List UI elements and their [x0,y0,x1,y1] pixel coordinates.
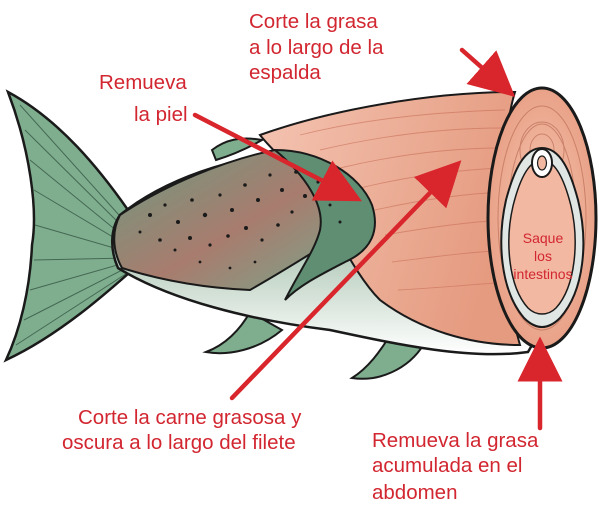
svg-text:los: los [534,248,552,264]
svg-text:Remueva: Remueva [99,71,187,94]
label-back-fat: Corte la grasa a lo largo de la espalda [249,10,384,84]
skin-spots [138,170,342,270]
label-guts: Saque los intestinos [513,230,572,282]
svg-text:a lo largo de la: a lo largo de la [249,36,384,59]
arrow-skin [192,112,362,202]
label-skin: Remueva la piel [99,71,188,126]
svg-text:Corte la grasa: Corte la grasa [249,10,378,33]
svg-text:Corte la carne grasosa y: Corte la carne grasosa y [78,406,302,429]
label-belly-fat: Remueva la grasa acumulada en el abdomen [372,429,539,504]
svg-text:Saque: Saque [523,230,564,246]
svg-text:espalda: espalda [249,61,321,84]
label-fillet-fat: Corte la carne grasosa y oscura a lo lar… [62,406,302,454]
cross-section [486,86,598,350]
svg-text:Remueva la grasa: Remueva la grasa [372,429,539,452]
svg-text:acumulada en el: acumulada en el [372,454,522,477]
svg-text:la piel: la piel [134,103,188,126]
svg-text:intestinos: intestinos [513,266,572,282]
arrow-fillet [229,160,462,401]
arrow-back-fat [459,47,516,97]
svg-text:oscura a lo largo del filete: oscura a lo largo del filete [62,431,296,454]
svg-text:abdomen: abdomen [372,481,457,504]
